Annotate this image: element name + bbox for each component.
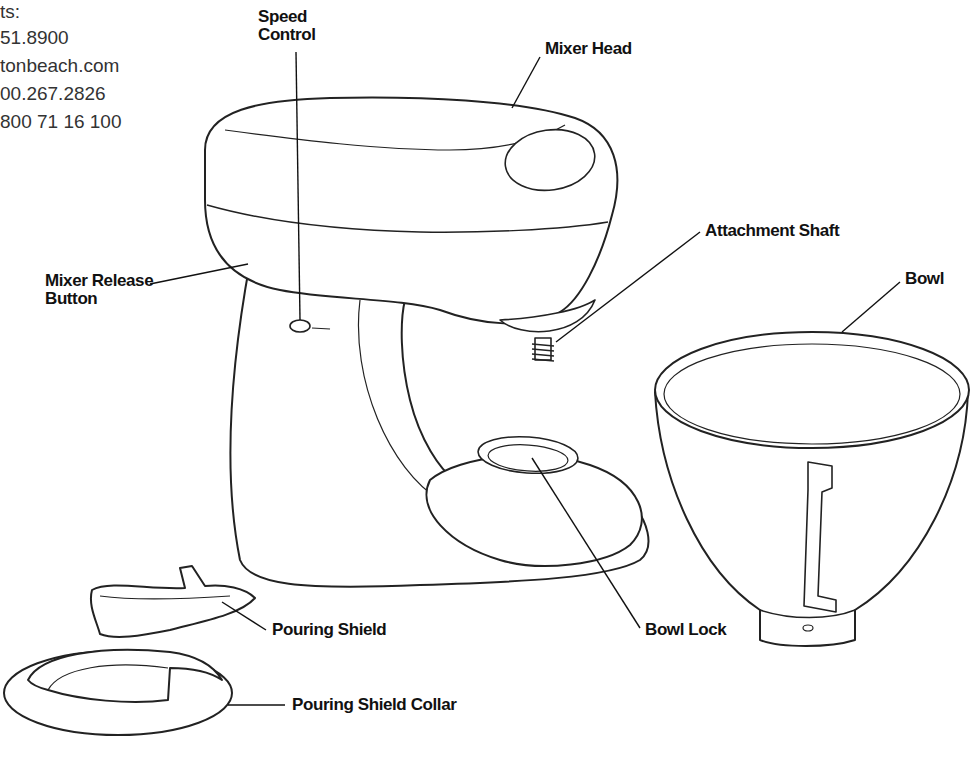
bowl-handle: [804, 462, 836, 612]
speed-control-mark: [312, 328, 330, 329]
pouring-shield: [91, 566, 255, 637]
contact-text: 51.8900: [0, 28, 69, 49]
leader-line: [556, 232, 700, 342]
part-label: Pouring Shield Collar: [292, 696, 456, 714]
contact-text: 00.267.2826: [0, 84, 106, 105]
speed-control-knob: [290, 320, 310, 332]
leader-line: [228, 704, 285, 705]
leader-line: [842, 282, 900, 332]
mixer-head: [205, 98, 617, 324]
bowl-foot: [760, 610, 855, 618]
leader-line: [150, 264, 248, 284]
contact-text: tonbeach.com: [0, 56, 119, 77]
part-label: Bowl: [905, 270, 944, 288]
bowl-rim: [655, 332, 969, 448]
part-label: Pouring Shield: [272, 621, 386, 639]
head-seam: [207, 205, 608, 232]
contact-text: 800 71 16 100: [0, 112, 122, 133]
part-label: Mixer Release Button: [45, 272, 170, 309]
bowl-foot-hole: [803, 625, 813, 631]
collar-wall: [28, 650, 222, 702]
contact-text: ts:: [0, 2, 20, 23]
collar-inner: [48, 665, 168, 690]
shaft-spring: [532, 344, 554, 361]
part-label: Speed Control: [258, 8, 336, 45]
part-label: Bowl Lock: [645, 621, 726, 639]
bowl-lock-inner: [487, 442, 569, 474]
leader-line: [296, 52, 300, 320]
bowl-inner: [664, 344, 960, 444]
part-label: Attachment Shaft: [705, 222, 839, 240]
leader-line: [222, 602, 266, 630]
leader-line: [512, 57, 540, 108]
leader-line: [532, 458, 640, 628]
shield-fold: [100, 596, 230, 599]
head-cap: [501, 124, 598, 196]
bowl-lock-ring: [477, 434, 579, 477]
head-underside: [500, 300, 595, 332]
part-label: Mixer Head: [545, 40, 632, 58]
